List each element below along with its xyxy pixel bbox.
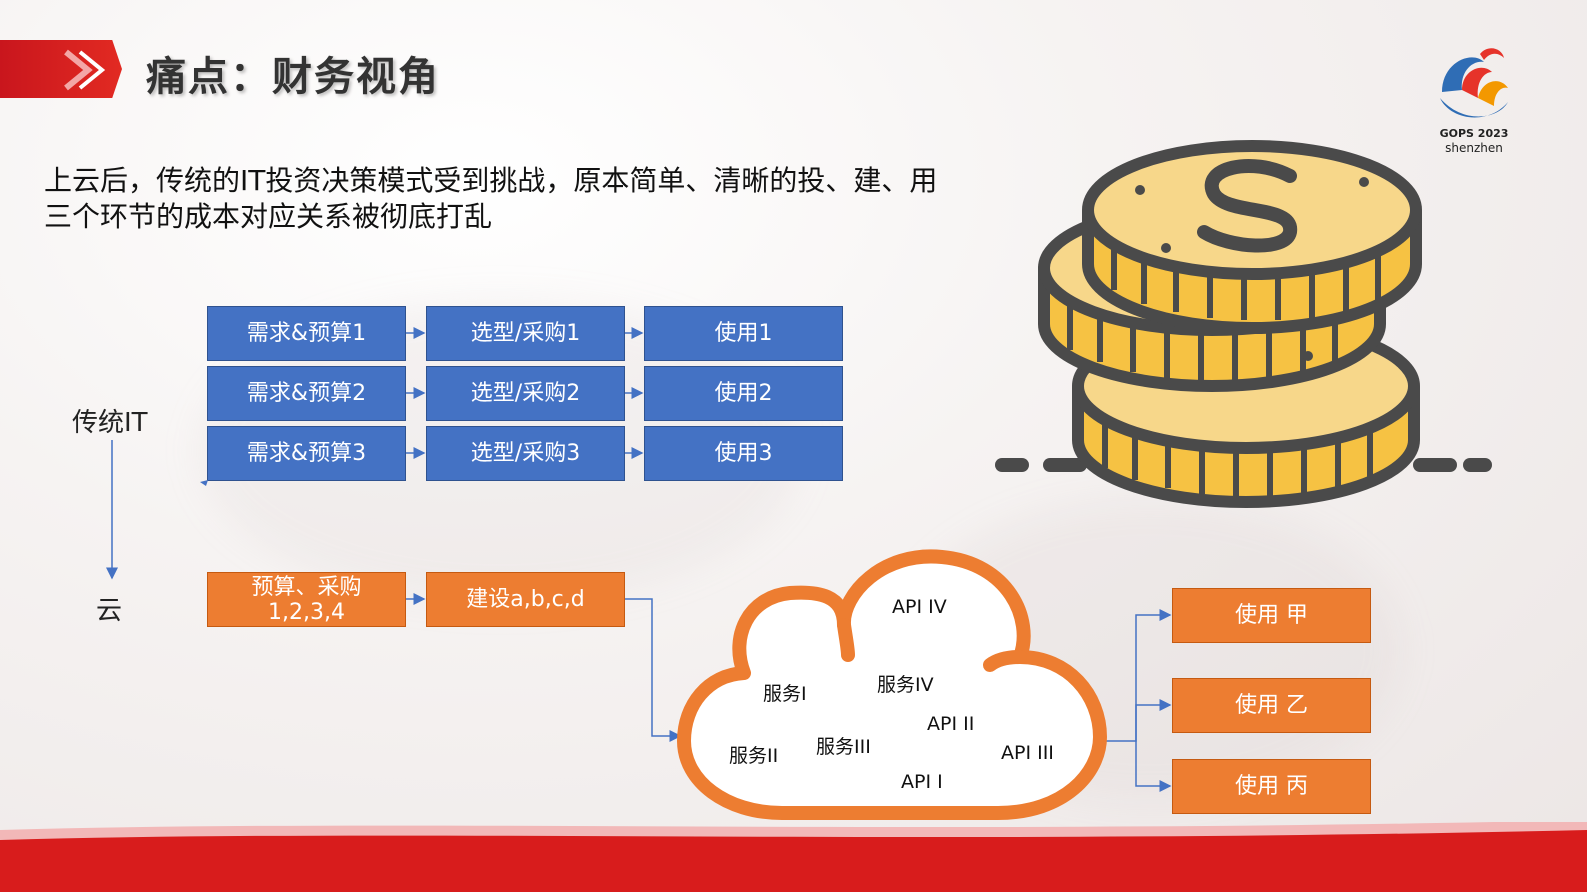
api-ii-label: API II [927, 713, 975, 735]
selection-purchase-2-box: 选型/采购2 [426, 366, 625, 421]
usage-bing-box: 使用 丙 [1172, 759, 1371, 814]
intro-line-2: 三个环节的成本对应关系被彻底打乱 [44, 200, 493, 233]
selection-purchase-3-box: 选型/采购3 [426, 426, 625, 481]
intro-line-1: 上云后，传统的IT投资决策模式受到挑战，原本简单、清晰的投、建、用 [44, 164, 938, 197]
logo-city: shenzhen [1445, 141, 1503, 155]
service-ii-label: 服务II [729, 745, 779, 767]
demand-budget-1-box: 需求&预算1 [207, 306, 406, 361]
cloud-build-box: 建设a,b,c,d [426, 572, 625, 627]
chevron-icon [64, 49, 106, 91]
usage-1-box: 使用1 [644, 306, 843, 361]
usage-3-box: 使用3 [644, 426, 843, 481]
api-iv-label: API IV [892, 596, 947, 618]
cloud-label: 云 [96, 596, 123, 626]
usage-jia-box: 使用 甲 [1172, 588, 1371, 643]
bottom-band [0, 822, 1587, 892]
api-i-label: API I [901, 771, 943, 793]
api-iii-label: API III [1001, 742, 1054, 764]
cloud-icon [677, 549, 1107, 820]
page-title: 痛点：财务视角 [146, 54, 440, 100]
service-iii-label: 服务III [816, 736, 871, 758]
usage-2-box: 使用2 [644, 366, 843, 421]
cloud-budget-sub: 1,2,3,4 [268, 599, 345, 625]
demand-budget-2-box: 需求&预算2 [207, 366, 406, 421]
selection-purchase-1-box: 选型/采购1 [426, 306, 625, 361]
cloud-budget-box: 预算、采购 1,2,3,4 [207, 572, 406, 627]
demand-budget-3-box: 需求&预算3 [207, 426, 406, 481]
traditional-it-label: 传统IT [72, 408, 148, 438]
service-iv-label: 服务IV [877, 674, 934, 696]
service-i-label: 服务I [763, 683, 807, 705]
coin-stack-icon [995, 140, 1492, 508]
gops-logo-icon [1440, 48, 1508, 118]
logo-name: GOPS 2023 [1439, 127, 1509, 140]
cloud-budget-text: 预算、采购 [251, 574, 362, 600]
usage-yi-box: 使用 乙 [1172, 678, 1371, 733]
intro-text: 上云后，传统的IT投资决策模式受到挑战，原本简单、清晰的投、建、用 三个环节的成… [44, 163, 1004, 235]
